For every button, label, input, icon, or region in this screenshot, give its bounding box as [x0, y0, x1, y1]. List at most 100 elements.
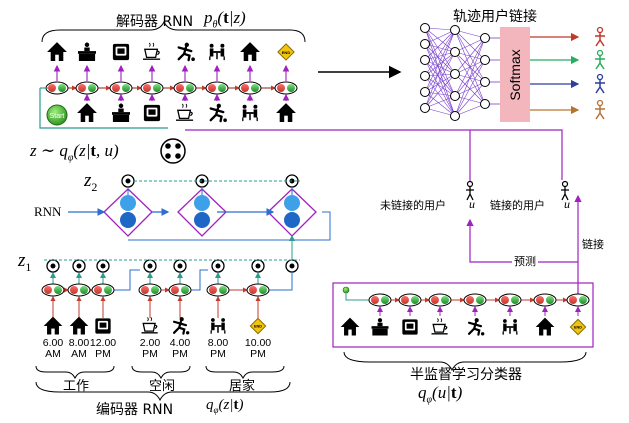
nn-neuron [450, 69, 460, 79]
oven-icon [112, 43, 130, 61]
nn-neuron [420, 39, 430, 49]
time-period: PM [172, 348, 188, 360]
linked-user-label: 链接的用户 [490, 199, 545, 212]
nn-neuron [420, 71, 430, 81]
house-icon [276, 103, 296, 122]
encoder-brace [35, 381, 291, 402]
latent-node [143, 259, 157, 273]
oven-icon [143, 104, 161, 122]
house-icon [77, 103, 97, 122]
rnn-cell [75, 81, 99, 95]
softmax-box [500, 27, 530, 122]
latent-to-decoder-line [39, 88, 168, 129]
time-period: AM [45, 348, 61, 360]
coffee-icon [431, 318, 448, 335]
desk-icon [371, 318, 389, 336]
start-label: Start [50, 113, 65, 120]
rnn-cell [140, 81, 164, 95]
rnn-cell [91, 283, 115, 297]
latent-node [285, 259, 299, 273]
nn-neuron [420, 103, 430, 113]
rnn-diamond [103, 187, 153, 237]
rnn-cell [463, 293, 487, 307]
rnn-cell [173, 81, 197, 95]
rnn-diamond [177, 187, 227, 237]
user-output-icon [595, 49, 605, 70]
desk-icon [78, 42, 96, 61]
latent-node [211, 259, 225, 273]
group-home: 居家 [229, 379, 256, 394]
latent-node [72, 259, 86, 273]
dining-icon [210, 318, 226, 334]
linker-title: 轨迹用户链接 [453, 9, 537, 25]
rnn-cell [138, 283, 162, 297]
rnn-label: RNN [34, 204, 62, 219]
house-icon [69, 316, 89, 335]
decoder-label: 解码器 RNN [116, 14, 194, 30]
link-label: 链接 [582, 238, 604, 251]
rnn-cell [368, 293, 392, 307]
latent-node [121, 174, 135, 188]
house-icon [43, 316, 63, 335]
house-icon [240, 42, 260, 61]
svg-text:END: END [574, 326, 582, 330]
user-output-icon [595, 26, 605, 47]
rnn-cell [246, 283, 270, 297]
coffee-icon [143, 42, 161, 60]
nn-neuron [420, 55, 430, 65]
latent-node [251, 259, 265, 273]
classifier-brace [343, 351, 587, 372]
nn-neuron [450, 25, 460, 35]
time-period: PM [142, 348, 158, 360]
time-period: PM [210, 348, 226, 360]
nn-neuron [450, 47, 460, 57]
nn-neuron [450, 91, 460, 101]
rnn-cell [41, 283, 65, 297]
z1-label: z1 [18, 250, 32, 274]
rnn-cell [45, 81, 69, 95]
group-brace-leisure [131, 365, 191, 380]
rnn-cell [67, 283, 91, 297]
rnn-cell [205, 81, 229, 95]
group-leisure: 空闲 [149, 379, 176, 394]
rnn-cell [238, 81, 262, 95]
end-sign-icon: END [569, 318, 587, 336]
latent-node [96, 259, 110, 273]
rnn-cell [498, 293, 522, 307]
latent-node [46, 259, 60, 273]
nn-neuron [450, 111, 460, 121]
desk-icon [112, 103, 130, 122]
nn-neuron [480, 33, 490, 43]
oven-icon [402, 319, 418, 335]
coffee-icon [176, 103, 194, 121]
dining-icon [502, 319, 518, 335]
house-icon [47, 42, 67, 61]
time-value: 8.00 [207, 337, 229, 349]
decoder-formula: pθ(t|z) [204, 8, 246, 31]
rnn-cell [109, 81, 133, 95]
time-period: PM [95, 348, 111, 360]
unlinked-user-icon: u [466, 180, 475, 211]
rnn-diamond [267, 187, 317, 237]
group-brace-home [205, 365, 285, 380]
svg-text:u: u [469, 197, 475, 211]
nn-neuron [480, 55, 490, 65]
svg-text:END: END [254, 325, 262, 329]
house-icon [340, 317, 360, 336]
rnn-cell [533, 293, 557, 307]
classifier-box [332, 282, 594, 348]
unlinked-user-label: 未链接的用户 [380, 199, 446, 212]
nn-neuron [480, 77, 490, 87]
rnn-cell [274, 81, 298, 95]
latent-to-classifier-line [185, 129, 563, 180]
classifier-title: 半监督学习分类器 [410, 367, 522, 383]
nn-neuron [420, 87, 430, 97]
soccer-icon [209, 103, 227, 123]
house-icon [535, 317, 555, 336]
predict-label: 预测 [512, 253, 538, 269]
rnn-cell [428, 293, 452, 307]
